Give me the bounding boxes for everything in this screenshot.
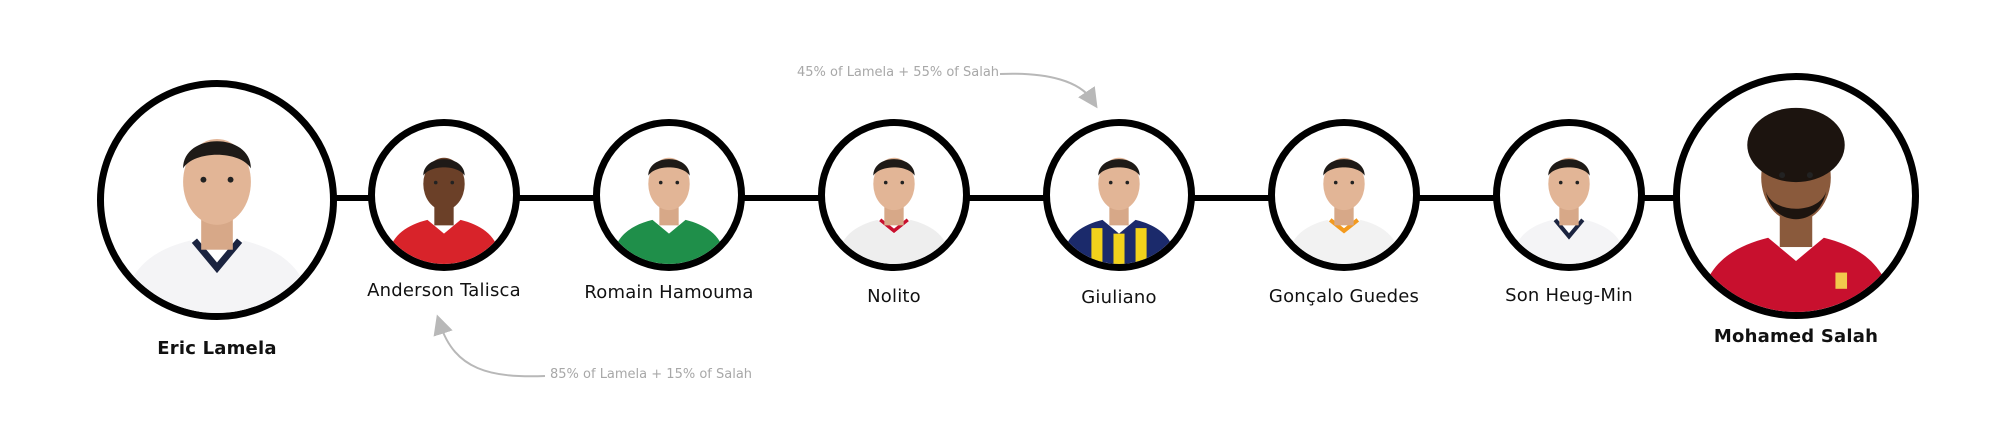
player-name: Nolito	[867, 286, 921, 307]
player-portrait-icon	[1286, 157, 1402, 264]
player-avatar-giuliano	[1043, 119, 1195, 271]
player-avatar-anderson-talisca	[368, 119, 520, 271]
player-portrait-icon	[611, 157, 727, 264]
player-portrait-icon	[122, 138, 312, 313]
player-name: Anderson Talisca	[367, 280, 521, 301]
player-name: Mohamed Salah	[1713, 326, 1879, 347]
player-name: Romain Hamouma	[584, 282, 754, 303]
connector-line	[330, 195, 374, 201]
annotation-bottom: 85% of Lamela + 15% of Salah	[550, 367, 753, 382]
player-portrait-icon	[1511, 157, 1627, 264]
player-avatar-son-heung-min	[1493, 119, 1645, 271]
player-portrait-icon	[836, 157, 952, 264]
player-name: Gonçalo Guedes	[1268, 286, 1420, 307]
player-portrait-icon	[1698, 107, 1894, 312]
connector-line	[515, 195, 595, 201]
player-avatar-nolito	[818, 119, 970, 271]
player-name: Eric Lamela	[157, 338, 277, 359]
connector-line	[1640, 195, 1680, 201]
player-portrait-icon	[1061, 157, 1177, 264]
annotation-top: 45% of Lamela + 55% of Salah	[797, 65, 1000, 80]
connector-line	[965, 195, 1045, 201]
player-avatar-mohamed-salah	[1673, 73, 1919, 319]
connector-line	[1190, 195, 1270, 201]
connector-line	[740, 195, 820, 201]
player-name: Giuliano	[1081, 287, 1157, 308]
connector-line	[1415, 195, 1495, 201]
player-avatar-romain-hamouma	[593, 119, 745, 271]
player-name: Son Heug-Min	[1505, 285, 1633, 306]
player-portrait-icon	[386, 157, 502, 264]
arrow-to-giuliano	[999, 72, 1098, 109]
arrow-to-talisca	[433, 314, 546, 378]
player-avatar-goncalo-guedes	[1268, 119, 1420, 271]
player-avatar-eric-lamela	[97, 80, 337, 320]
